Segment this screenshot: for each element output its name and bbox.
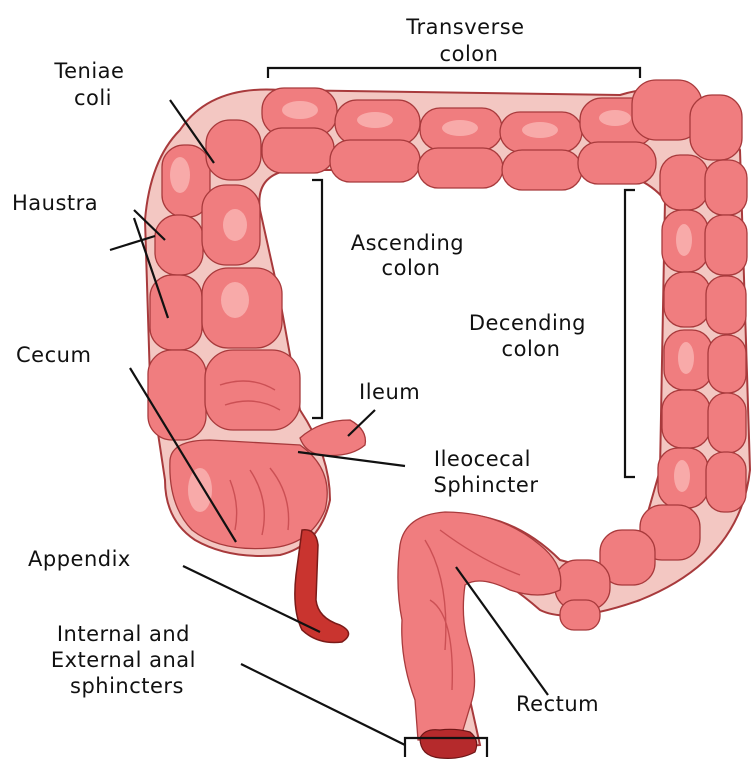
colon-illustration bbox=[145, 80, 750, 758]
teniae-coli-label: Teniae coli bbox=[53, 59, 131, 110]
ileum-label: Ileum bbox=[359, 380, 420, 404]
rectum-label: Rectum bbox=[516, 692, 599, 716]
descending-colon-bracket bbox=[625, 190, 635, 477]
transverse-colon-label: Transverse colon bbox=[405, 15, 532, 66]
transverse-colon-bracket bbox=[268, 68, 640, 78]
rectum-shape bbox=[398, 512, 561, 758]
appendix-label: Appendix bbox=[28, 547, 131, 571]
anal-sphincters-label: Internal and External anal sphincters bbox=[51, 622, 203, 698]
anal-sphincter-leader bbox=[241, 664, 405, 745]
haustra-label: Haustra bbox=[12, 191, 98, 215]
cecum-label: Cecum bbox=[16, 343, 91, 367]
ileocecal-sphincter-label: Ileocecal Sphincter bbox=[434, 447, 539, 497]
anal-sphincter-shape bbox=[420, 729, 477, 758]
descending-colon-label: Decending colon bbox=[469, 311, 593, 361]
appendix-shape bbox=[295, 530, 349, 643]
ascending-colon-bracket bbox=[312, 180, 322, 418]
ascending-colon-label: Ascending colon bbox=[351, 231, 472, 280]
